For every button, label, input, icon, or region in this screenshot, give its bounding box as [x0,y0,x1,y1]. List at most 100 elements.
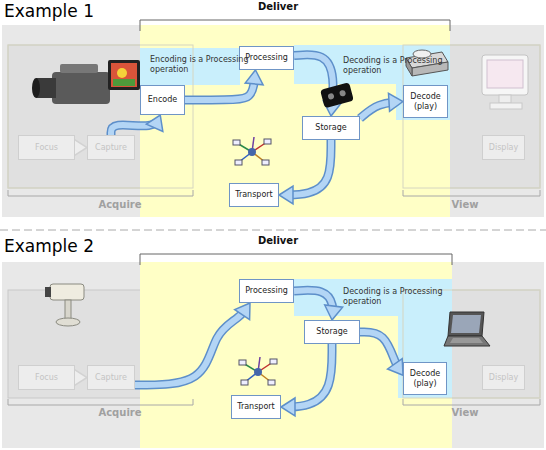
monitor-frame [482,55,528,95]
arrow-outline [360,332,403,375]
monitor-base [490,103,522,109]
network-device [264,139,271,144]
camcorder-icon [32,60,140,104]
camcorder-handle [60,64,98,73]
flow-arrow [135,303,250,385]
acquire-bracket [8,190,193,196]
screen-flower [117,68,127,78]
stage-group-label: View [440,199,490,210]
stage-group-label: Acquire [85,199,155,210]
laptop-icon [444,312,490,346]
arrow-head [325,305,343,320]
stage-group-label: Deliver [248,1,308,12]
decoding-region [294,279,452,398]
stage-box: Storage [302,116,360,140]
monitor-screen [487,60,523,88]
laptop-lid [448,312,484,336]
arrow-head [388,93,403,111]
acquire-bracket [8,399,193,405]
camcorder-screen-frame [108,60,140,90]
stage-box: Processing [239,279,294,303]
arrow-head [281,398,295,416]
box-text: Decode (play) [404,92,447,110]
note-text: Encoding is a Processing operation [150,55,250,74]
network-hub [254,368,262,376]
box-text: Capture [95,373,127,382]
decoding-region [294,45,450,120]
arrow-outline [135,303,250,385]
tape-reel [327,93,334,100]
example-band [2,25,544,217]
network-icon [233,137,271,165]
inactive-stage-box: Capture [87,135,135,160]
tape-icon [320,82,354,108]
arrow-head [146,115,162,131]
flow-arrow [360,93,403,118]
stage-box: Encode [140,85,185,115]
box-text: Storage [316,327,347,336]
network-device [235,160,242,165]
stage-group-label: Acquire [85,407,155,418]
laptop-base [444,336,490,346]
note-text: Decoding is a Processing operation [343,287,447,306]
flow-arrow [281,344,332,416]
flow-arrow [279,140,331,204]
view-outline [403,45,540,188]
stage-box: Decode (play) [403,362,447,395]
network-device [270,359,277,364]
flow-arrow [185,70,263,100]
network-device [268,380,275,385]
arrow-body [185,70,256,100]
example-band [2,262,544,448]
box-text: Processing [245,286,288,295]
tape-body [320,82,354,108]
box-text: Processing [245,53,288,62]
screen-grass [113,79,135,86]
laptop-keyboard [450,338,483,343]
box-text: Encode [148,95,177,104]
arrow-outline [279,140,331,195]
view-bracket [403,399,540,405]
view-outline [403,290,540,398]
inactive-stage-box: Capture [87,365,135,390]
inactive-stage-box: Focus [18,135,75,160]
arrow-body [360,332,403,375]
camcorder-lens-front [32,78,40,98]
camera-mount [65,300,71,320]
laptop-screen [451,315,481,333]
note-text: Decoding is a Processing operation [343,56,447,75]
box-text: Transport [237,402,275,411]
flow-arrow [294,290,343,320]
network-device [262,160,269,165]
deliver-bracket [140,20,450,31]
box-text: Display [489,143,519,152]
view-bracket [403,190,540,196]
network-device [241,380,248,385]
monitor-icon [482,55,528,109]
stage-box: Transport [229,183,279,207]
separator-line [0,230,546,231]
arrow-outline [281,344,332,407]
box-text: Decode (play) [404,369,446,387]
arrow-head [235,303,250,320]
arrow-body [281,344,332,407]
stage-group-label: View [440,407,490,418]
inactive-flow-arrow [73,369,87,387]
deliver-region [140,262,452,448]
security-camera-icon [45,284,84,326]
inactive-stage-box: Display [482,365,525,390]
box-text: Capture [95,143,127,152]
example-title: Example 2 [4,236,134,256]
camcorder-screen [111,63,137,87]
box-text: Focus [35,143,58,152]
monitor-neck [499,95,511,103]
stage-box: Storage [304,320,360,344]
inactive-flow-arrow [73,139,87,157]
tape-reel [339,90,346,97]
stage-group-label: Deliver [248,235,308,246]
flow-arrow [294,55,341,116]
inactive-stage-box: Display [482,135,525,160]
